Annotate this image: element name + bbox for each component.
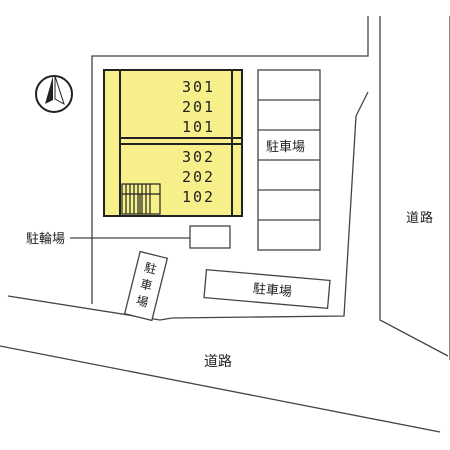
unit-label: 202 <box>182 168 215 186</box>
parking-left: 駐 車 場 <box>123 250 169 322</box>
parking-right-label: 駐車場 <box>266 140 305 155</box>
apartment-building: 301 201 101 302 202 102 <box>103 69 243 217</box>
road-right-label: 道 <box>406 211 419 226</box>
north-arrow-icon <box>35 75 73 113</box>
bicycle-parking-label: 駐輪場 <box>26 231 65 247</box>
road-right-edge <box>379 16 449 357</box>
unit-label: 302 <box>182 148 215 166</box>
parking-right <box>257 69 321 251</box>
parking-bottom: 駐車場 <box>203 268 331 310</box>
unit-label: 201 <box>182 98 215 116</box>
parking-left-label-char: 場 <box>135 293 150 309</box>
unit-label: 102 <box>182 188 215 206</box>
parking-left-label-char: 車 <box>139 277 154 293</box>
lot-boundary <box>91 16 369 321</box>
parking-bottom-label: 駐車場 <box>252 282 292 300</box>
parking-left-label-char: 駐 <box>143 259 158 276</box>
road-bottom-edge-lower <box>0 345 441 433</box>
road-bottom-label: 道路 <box>204 354 232 370</box>
unit-label: 101 <box>182 118 215 136</box>
bicycle-parking-box <box>189 225 231 249</box>
road-right-label: 路 <box>420 210 433 226</box>
unit-label: 301 <box>182 78 215 96</box>
stairs-icon <box>121 183 161 215</box>
road-lines <box>0 16 450 433</box>
